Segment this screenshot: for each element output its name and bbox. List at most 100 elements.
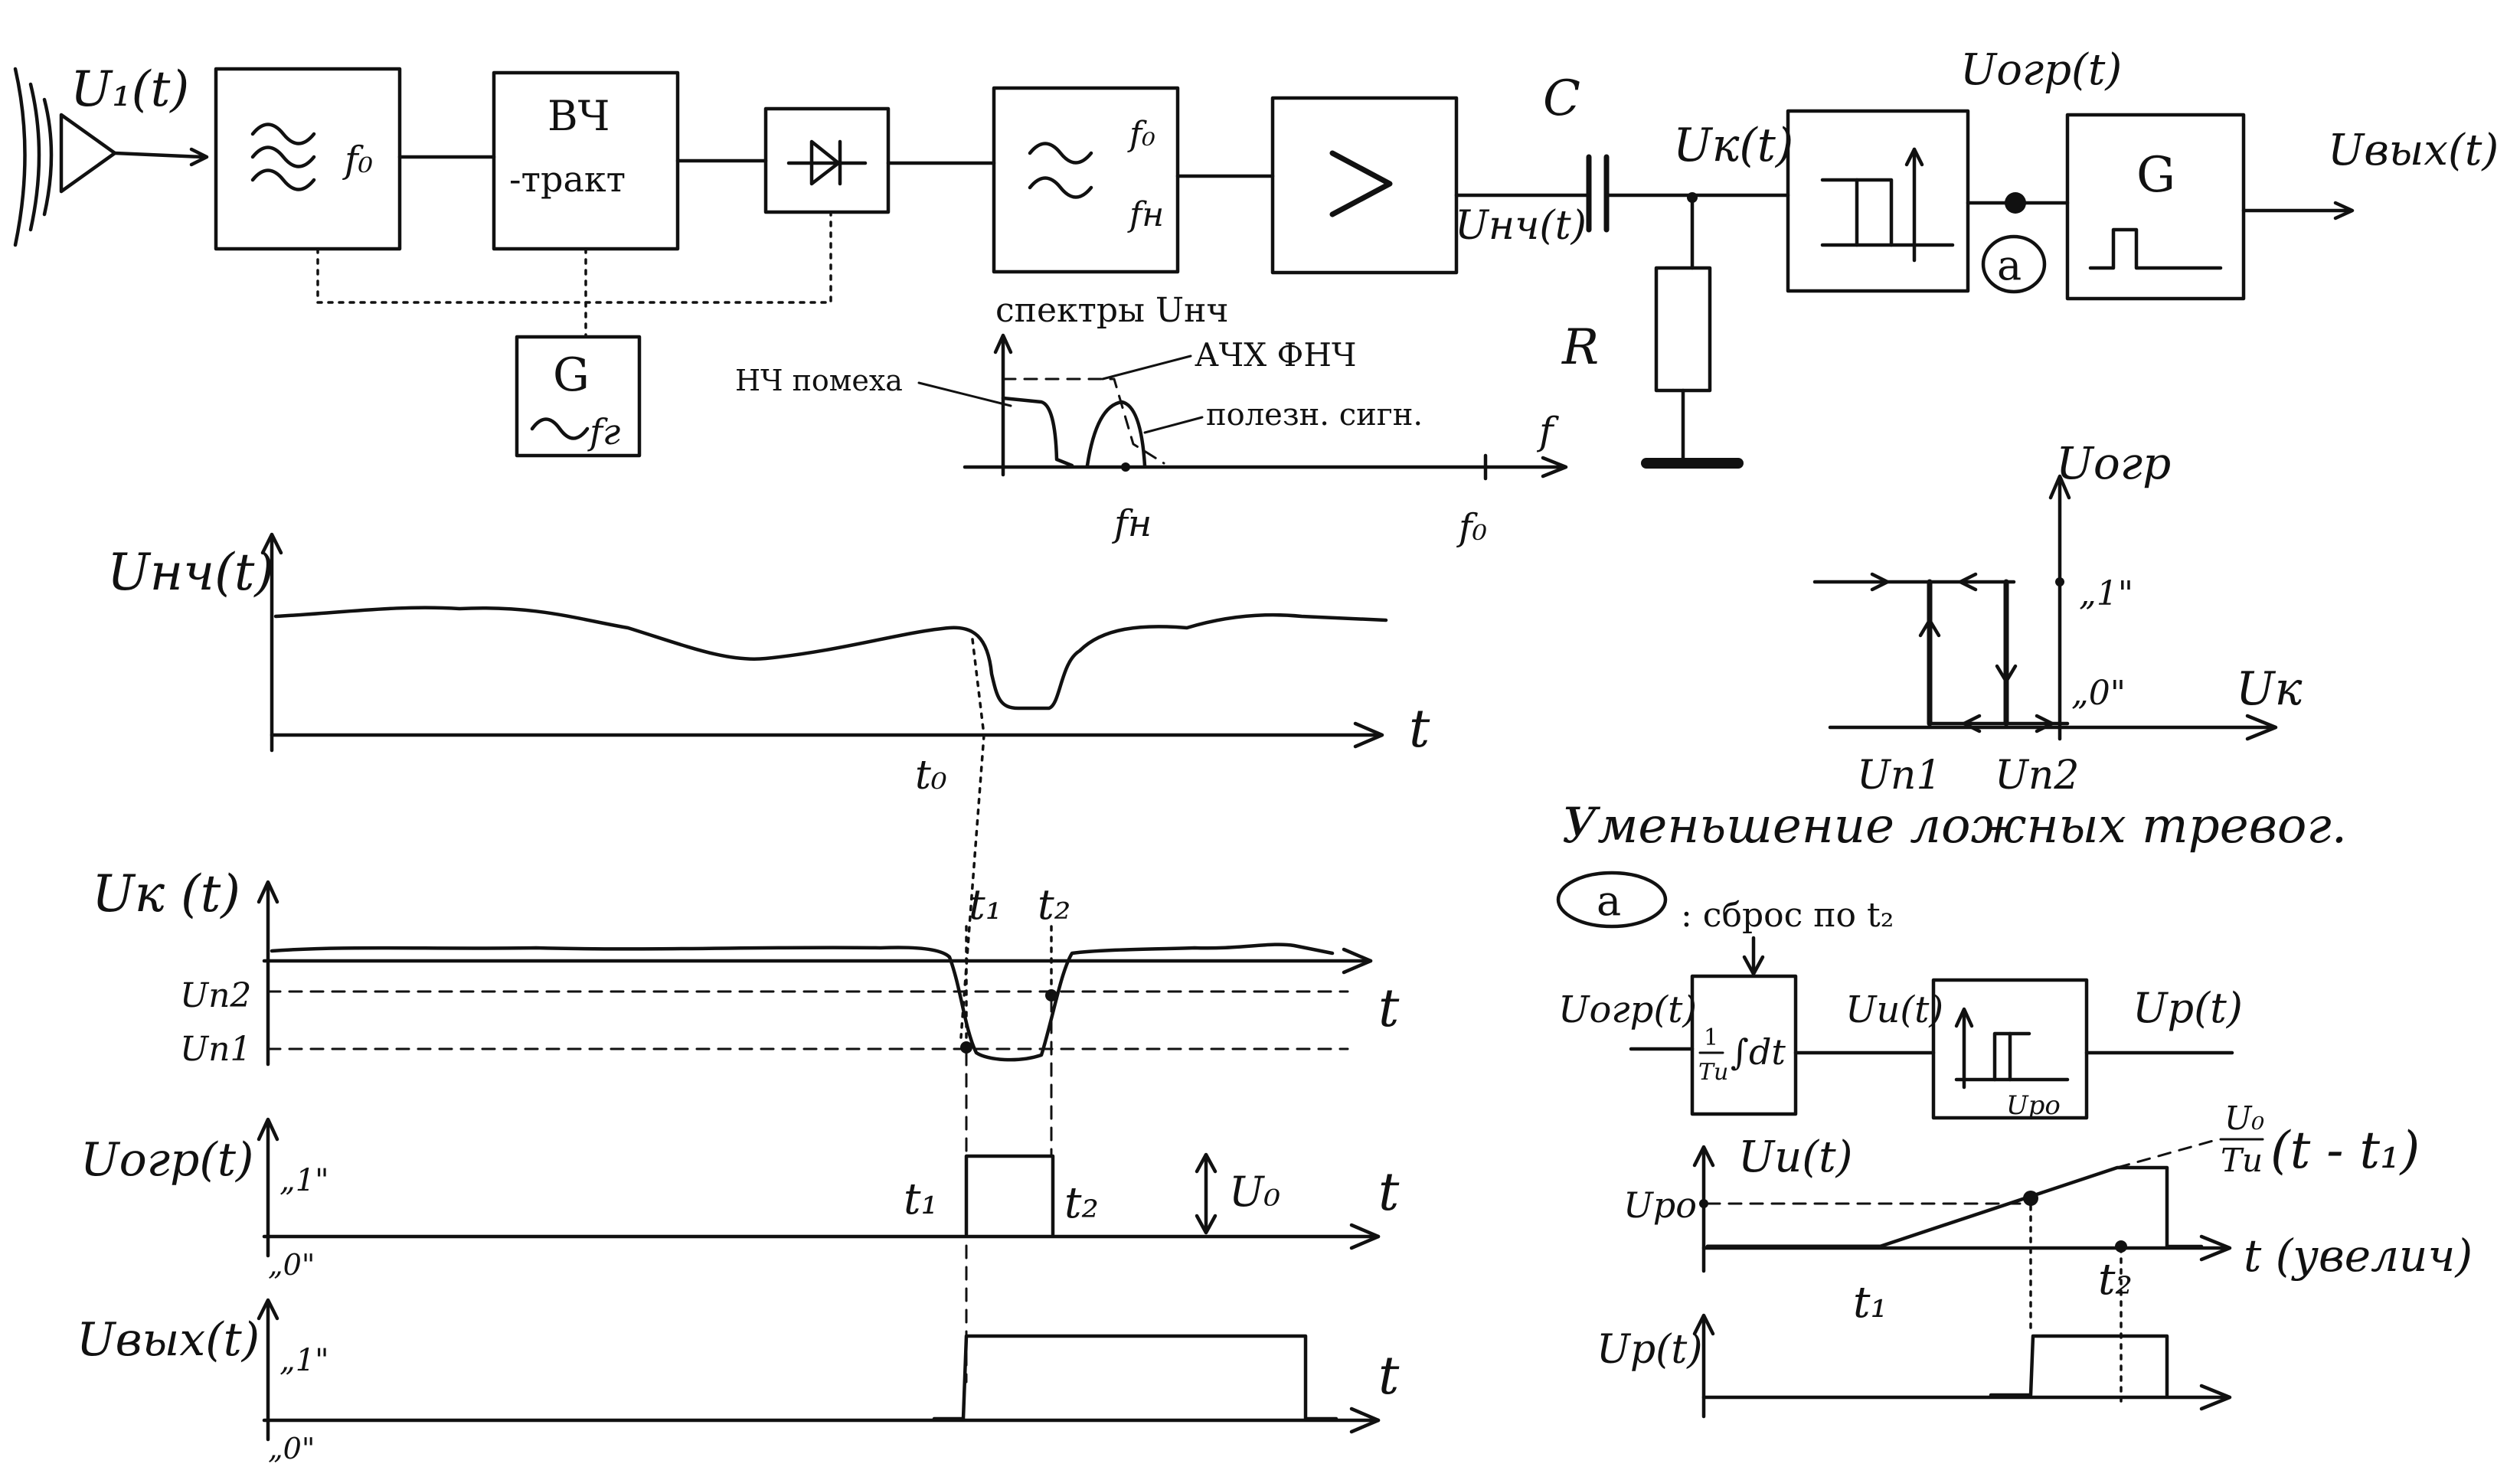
uk-up2-label: Uп2 (180, 976, 251, 1015)
generator-freq-label: fг (587, 411, 620, 452)
integrator-block (1690, 974, 1798, 1116)
ogr-t1-label: t₁ (904, 1175, 938, 1224)
spectrum-title: спектры Uнч (995, 291, 1229, 330)
arrow-head (1342, 947, 1373, 975)
spectrum-f-axis-label: f (1536, 409, 1559, 453)
sine-icon (530, 417, 590, 440)
arrow-head (1918, 618, 1941, 638)
out-pulse-trace (932, 1334, 1338, 1421)
ogr-one-label: „1" (279, 1163, 329, 1198)
amplifier-block (1270, 96, 1459, 275)
limiter-signal-label: Uогр(t) (1960, 45, 2122, 95)
ramp-trace (1878, 1165, 2204, 1249)
amplifier-icon (1329, 150, 1393, 217)
arrow-head (2333, 201, 2355, 221)
local-oscillator-block (515, 335, 642, 458)
ramp-xlabel: t (увелич) (2244, 1230, 2473, 1282)
upo-tick (1699, 1199, 1708, 1208)
formula-num: U₀ (2224, 1099, 2264, 1137)
capacitor-icon (1586, 154, 1610, 233)
resistor-icon (1654, 266, 1712, 393)
integrator-den: Tи (1698, 1059, 1728, 1086)
arrow-head (1541, 456, 1568, 479)
arrow-head (2199, 1234, 2232, 1262)
lf-signal-label: Uнч(t) (1455, 203, 1587, 249)
threshold-step-icon (1954, 1007, 2070, 1090)
formula-den: Tи (2221, 1142, 2263, 1179)
lf-noise-label: НЧ помеха (735, 364, 903, 397)
control-dotted-line (316, 213, 832, 304)
arrow-head (1692, 1313, 1715, 1336)
out-ylabel: Uвых(t) (77, 1313, 260, 1367)
arrow-head (1349, 1406, 1381, 1434)
resistor-label: R (1561, 319, 1599, 376)
diode-icon (786, 139, 868, 186)
ogr-xlabel: t (1378, 1162, 1400, 1223)
t0-projection (959, 733, 985, 1039)
threshold-block (1931, 978, 2089, 1120)
arrow-head (257, 1298, 279, 1321)
pulse-ylabel: Uр(t) (1597, 1327, 1703, 1373)
arrow-head (2199, 1384, 2232, 1411)
ogr-ylabel: Uогр(t) (80, 1133, 253, 1187)
bandpass-wave-icon (250, 123, 316, 191)
rf-path-label-2: -тракт (509, 158, 626, 200)
hyst-xlabel: Uк (2236, 662, 2303, 716)
node-a-circle (1981, 234, 2047, 294)
uk-ylabel: Uк (t) (92, 864, 240, 923)
afc-label: АЧХ ФНЧ (1195, 336, 1356, 374)
threshold-crossing-dot (2023, 1191, 2038, 1206)
node-a-dot (2005, 192, 2026, 214)
f0-label: f₀ (1456, 506, 1487, 549)
output-generator-label: G (2136, 147, 2175, 204)
arrow-head (1195, 1214, 1218, 1235)
output-signal-label: Uвых(t) (2328, 126, 2499, 175)
hyst-zero-label: „0" (2071, 674, 2126, 713)
capacitor-label: C (1543, 70, 1580, 127)
lpf-top-label: f₀ (1127, 115, 1155, 154)
uk-up1-label: Uп1 (180, 1030, 251, 1069)
ogr-pulse-trace (964, 1154, 1055, 1237)
hyst-one-tick (2055, 577, 2064, 586)
t0-marker (971, 638, 985, 737)
reset-label: : сброс по t₂ (1681, 896, 1894, 935)
ramp-level-label: Uро (1623, 1184, 1697, 1226)
schmitt-trigger-block (1786, 109, 1970, 293)
integrator-body: ∫dt (1731, 1031, 1786, 1073)
pulse-icon (2088, 227, 2223, 270)
arrow-head (1195, 1152, 1218, 1174)
leader-line (1101, 354, 1192, 381)
out-zero-label: „0" (268, 1432, 315, 1465)
arrow-head (2048, 474, 2071, 500)
integrator-in-label: Uогр(t) (1558, 988, 1697, 1031)
out-one-label: „1" (279, 1343, 329, 1378)
false-alarm-title: Уменьшение ложных тревог. (1562, 798, 2347, 854)
arrow-head (1870, 572, 1890, 592)
arrow-head (993, 333, 1013, 354)
integrator-out-label: Uи(t) (1845, 988, 1943, 1031)
arrow-head (1962, 714, 1982, 733)
filter-freq-label: f₀ (342, 139, 373, 181)
afc-curve (1002, 377, 1165, 465)
hyst-up1-label: Uп1 (1857, 753, 1941, 799)
fn-tick (1121, 462, 1130, 472)
ramp-t1-label: t₁ (1853, 1278, 1888, 1328)
t1-crossing-dot (960, 1041, 972, 1054)
out-xlabel: t (1378, 1346, 1400, 1406)
ramp-extension (2116, 1139, 2214, 1169)
fn-label: fн (1112, 502, 1152, 545)
lpf-bottom-label: fн (1127, 195, 1164, 234)
hyst-one-label: „1" (2079, 574, 2133, 613)
lf-ylabel: Uнч(t) (107, 543, 274, 602)
arrow-head (257, 1117, 279, 1142)
wire-antenna (113, 151, 205, 159)
t2-crossing-dot (1045, 989, 1057, 1001)
ogr-zero-label: „0" (268, 1248, 315, 1282)
lf-t0-label: t₀ (915, 753, 947, 799)
hyst-ylabel: Uогр (2056, 437, 2171, 489)
arrow-head (189, 147, 209, 167)
lf-signal-trace (273, 606, 1388, 711)
antenna-icon (13, 67, 117, 247)
leader-line (1143, 416, 1204, 434)
t2-dot (2115, 1240, 2127, 1253)
